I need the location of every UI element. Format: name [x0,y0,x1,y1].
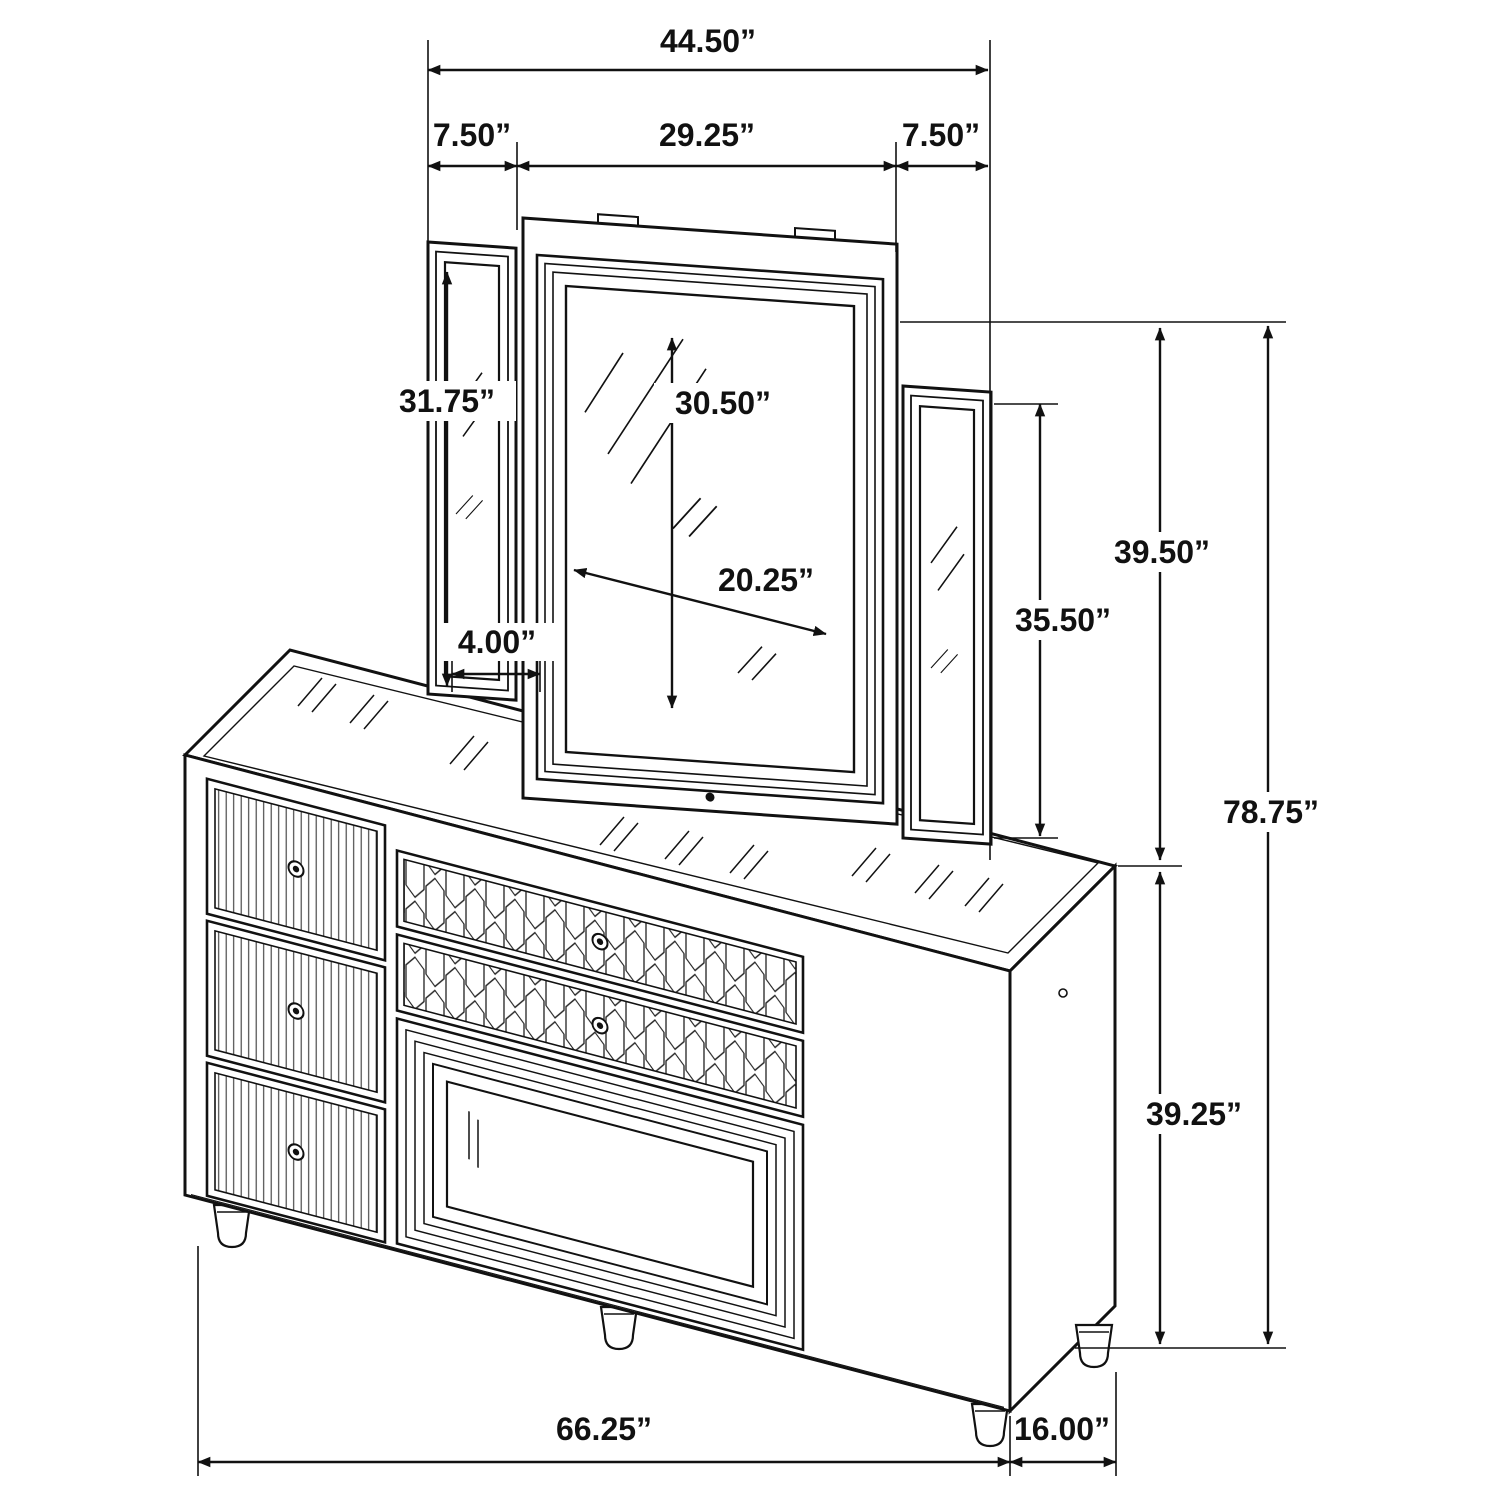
drawer-middle-2 [395,932,805,1119]
drawer-left-1 [205,777,387,962]
dim-label-center-glass-height: 30.50” [675,385,771,421]
drawer-mirror-panel [445,1080,755,1289]
dim-label-left-panel-width: 7.50” [433,117,511,153]
dim-label-center-glass-width: 20.25” [718,562,814,598]
mirror-assembly [426,213,993,846]
dim-label-dresser-height: 39.25” [1146,1096,1242,1132]
dresser [182,648,1118,1448]
dimension-annotations: 44.50” 7.50” 29.25” 7.50” 31.75” 30.50” … [197,23,1340,1476]
leg-back-right [1074,1323,1114,1369]
drawer-left-2 [205,919,387,1104]
dim-label-dresser-width: 66.25” [556,1411,652,1447]
mirror-center [521,213,899,826]
dim-label-dresser-depth: 16.00” [1014,1411,1110,1447]
dim-line-center-glass-width [573,568,827,636]
dim-label-side-mirror-height: 31.75” [399,383,495,419]
dim-label-right-mirror-height: 35.50” [1015,602,1111,638]
left-panel-glass [443,261,501,682]
drawer-left-3 [205,1061,387,1244]
drawer-bottom-large [395,1016,805,1352]
side-pin [1058,988,1068,998]
dim-label-panel-bottom-depth: 4.00” [458,624,536,660]
dim-label-right-panel-width: 7.50” [902,117,980,153]
dim-label-mirror-total-height: 39.50” [1114,534,1210,570]
mirror-right-panel [901,384,993,846]
right-panel-glass [918,405,976,826]
dim-label-center-mirror-width: 29.25” [659,117,755,153]
center-mirror-glass [564,284,856,774]
dim-label-overall-height: 78.75” [1223,794,1319,830]
dim-label-overall-mirror-width: 44.50” [660,23,756,59]
dresser-front-face [183,753,1012,1413]
mirror-bottom-pin [705,792,715,802]
drawer-middle-1 [395,848,805,1035]
